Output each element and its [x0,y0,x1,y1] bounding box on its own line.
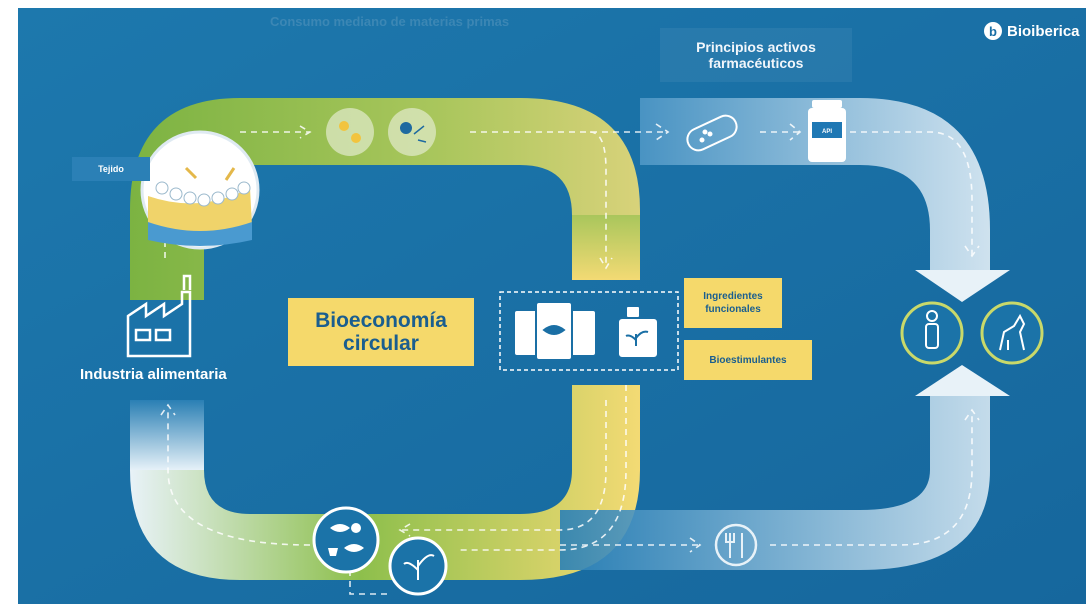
bottle-icon [808,100,846,162]
tissue-icon [140,130,260,250]
tissue-label: Tejido [98,164,124,174]
functional-ingredients-box: Ingredientes funcionales [684,278,782,328]
api-label: Principios activos farmacéuticos [696,39,816,71]
brand-name: Bioiberica [1007,22,1080,40]
faded-header-title: Consumo mediano de materias primas [270,14,510,29]
pet-icon [980,301,1044,365]
center-title-box: Bioeconomía circular [288,298,474,366]
biostimulants-box: Bioestimulantes [684,340,812,380]
loop-bottom-band [130,385,640,580]
api-label-box: Principios activos farmacéuticos [660,28,852,82]
feed-bags-icon [513,301,597,361]
jerrycan-icon [617,305,659,359]
api-branch-band [560,98,1010,570]
pill-icon [686,114,738,152]
cutlery-icon [714,523,758,567]
molecule-icon [326,108,436,156]
brand-logo: b Bioiberica [984,22,1080,40]
industry-label: Industria alimentaria [80,366,227,383]
human-icon [900,301,964,365]
center-title: Bioeconomía circular [315,309,447,355]
tissue-tag: Tejido [72,157,150,181]
flow-arrows [160,123,980,595]
biostimulants-label: Bioestimulantes [709,354,787,366]
sprout-icon [388,536,448,596]
bioiberica-logo-icon: b [984,22,1002,40]
factory-icon [126,274,192,358]
functional-ingredients-label: Ingredientes funcionales [703,291,763,315]
feed-products-group [499,291,679,371]
animals-icon [312,506,380,574]
